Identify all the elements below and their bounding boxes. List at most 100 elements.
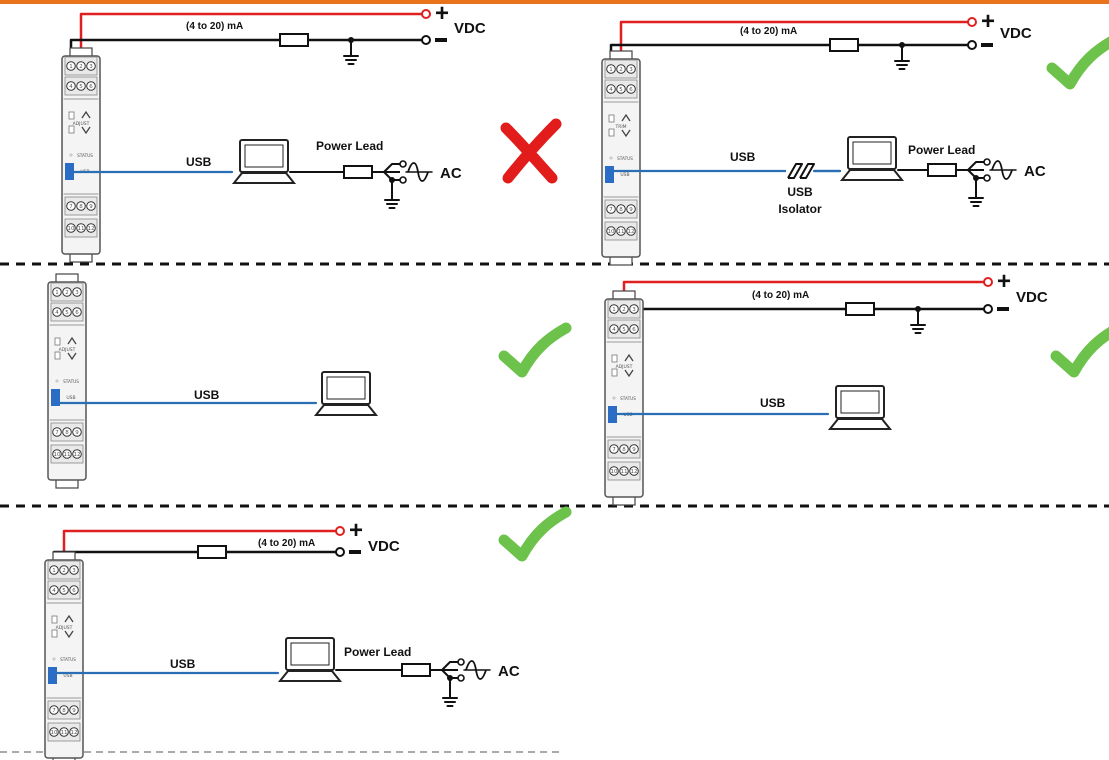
resistor: [343, 165, 373, 179]
status-label: STATUS: [60, 657, 76, 662]
terminal-number: 11: [621, 469, 628, 475]
adjust-label: ADJUST: [73, 121, 90, 127]
terminal-number: 6: [72, 588, 76, 594]
adjust-button: [611, 354, 618, 363]
up-arrow-icon: [67, 336, 77, 345]
power-lead-label: Power Lead: [908, 143, 975, 157]
terminal-screw: [606, 84, 616, 94]
adjust-label: ADJUST: [56, 625, 73, 631]
terminal-screw: [616, 64, 626, 74]
socket-contact: [983, 158, 991, 166]
terminal-screw: [69, 565, 79, 575]
terminal-number: 3: [72, 568, 76, 574]
down-arrow-icon: [64, 630, 74, 639]
power-lead-label: Power Lead: [344, 645, 411, 659]
minus-sign: [435, 38, 447, 42]
usb-port-label: USB: [63, 673, 72, 679]
negative-wire: [52, 550, 336, 570]
vdc-label: VDC: [454, 20, 486, 37]
terminal-screw: [86, 223, 96, 233]
terminal-number: 10: [68, 226, 75, 232]
resistor: [829, 38, 859, 52]
terminal-number: 2: [622, 307, 626, 313]
terminal-screw: [72, 449, 82, 459]
laptop-base: [827, 418, 893, 430]
up-arrow-icon: [81, 110, 91, 119]
usb-label: USB: [730, 150, 756, 164]
status-led: [52, 657, 56, 661]
laptop-display: [244, 144, 284, 168]
minus-sign: [349, 550, 361, 554]
usb-port: [608, 406, 617, 423]
status-led: [609, 156, 613, 160]
terminal-number: 9: [75, 430, 79, 436]
laptop-icon: [231, 139, 297, 184]
terminal-number: 2: [65, 290, 69, 296]
usb-port: [605, 166, 614, 183]
terminal-number: 12: [631, 469, 638, 475]
socket-contact: [399, 160, 407, 168]
adjust-label: ADJUST: [59, 347, 76, 353]
ground-icon: [968, 197, 984, 207]
terminal-number: 10: [611, 469, 618, 475]
terminal-number: 1: [612, 307, 616, 313]
terminal-screw: [69, 705, 79, 715]
current-label: (4 to 20) mA: [258, 538, 315, 549]
isolator-label-2: Isolator: [778, 202, 822, 216]
minus-sign: [997, 307, 1009, 311]
plug-prong: [383, 163, 400, 173]
minus-label: -: [997, 312, 998, 314]
down-arrow-icon: [67, 352, 77, 361]
terminal-screw: [629, 444, 639, 454]
terminal-screw: [52, 307, 62, 317]
status-label: STATUS: [620, 396, 636, 401]
terminal-number: 1: [52, 568, 56, 574]
terminal-screw: [59, 585, 69, 595]
terminal-number: 5: [65, 310, 69, 316]
laptop-base: [313, 404, 379, 416]
adjust-button: [54, 337, 61, 346]
vdc-label: VDC: [368, 538, 400, 555]
terminal-number: 6: [632, 327, 636, 333]
plug-prong: [441, 661, 458, 671]
negative-terminal: [421, 35, 431, 45]
terminal-number: 8: [62, 708, 66, 714]
terminal-number: 4: [55, 310, 59, 316]
positive-terminal: [967, 17, 977, 27]
resistor: [927, 163, 957, 177]
terminal-screw: [66, 61, 76, 71]
check-mark-icon: [498, 322, 572, 378]
terminal-number: 11: [78, 226, 85, 232]
terminal-screw: [76, 61, 86, 71]
terminal-screw: [629, 304, 639, 314]
terminal-screw: [76, 81, 86, 91]
vdc-label: VDC: [1016, 289, 1048, 306]
terminal-number: 9: [629, 207, 633, 213]
top-border: [0, 0, 1109, 4]
terminal-number: 1: [69, 64, 73, 70]
adjust-button: [68, 125, 75, 134]
check-mark-icon: [1050, 326, 1109, 378]
terminal-screw: [626, 64, 636, 74]
status-led: [69, 153, 73, 157]
terminal-screw: [606, 204, 616, 214]
terminal-screw: [59, 727, 69, 737]
terminal-screw: [619, 466, 629, 476]
usb-port: [65, 163, 74, 180]
usb-isolator-icon: [786, 163, 815, 179]
terminal-number: 9: [89, 204, 93, 210]
terminal-number: 3: [629, 67, 633, 73]
vdc-label: VDC: [1000, 25, 1032, 42]
terminal-screw: [619, 324, 629, 334]
terminal-screw: [52, 287, 62, 297]
resistor: [401, 663, 431, 677]
down-arrow-icon: [621, 129, 631, 138]
laptop-icon: [839, 136, 905, 181]
terminal-number: 11: [61, 730, 68, 736]
negative-terminal: [983, 304, 993, 314]
resistor: [197, 545, 227, 559]
